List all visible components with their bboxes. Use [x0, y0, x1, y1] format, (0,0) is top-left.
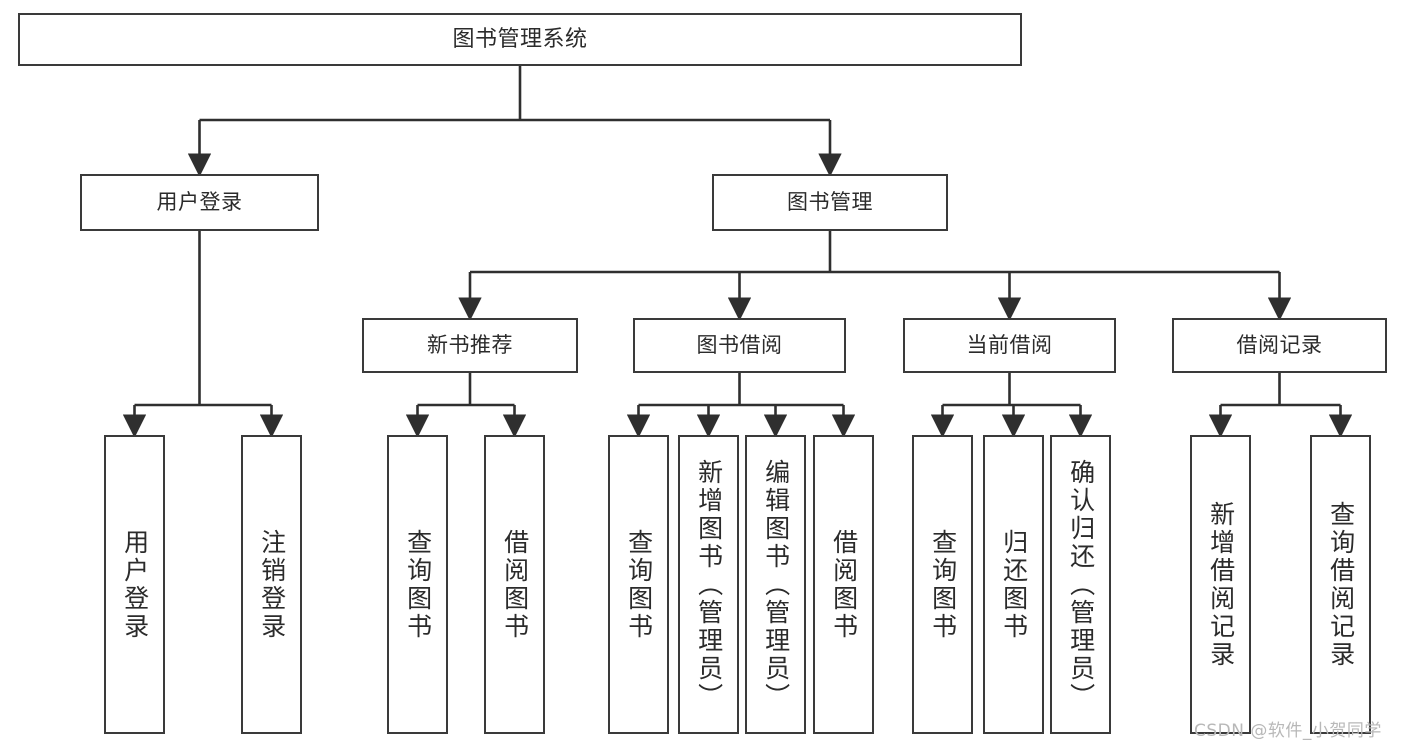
- node-leaf-6-label: 编辑图书（管理员）: [761, 458, 791, 711]
- node-leaf-0[interactable]: 用户登录: [104, 435, 165, 734]
- node-level2-1[interactable]: 图书管理: [712, 174, 948, 231]
- node-level2-1-label: 图书管理: [787, 190, 873, 215]
- node-level3-3[interactable]: 借阅记录: [1172, 318, 1387, 373]
- node-level3-1-label: 图书借阅: [696, 333, 783, 358]
- node-leaf-6[interactable]: 编辑图书（管理员）: [745, 435, 806, 734]
- node-leaf-12-label: 查询借阅记录: [1326, 500, 1356, 669]
- node-leaf-2-label: 查询图书: [403, 528, 433, 641]
- node-leaf-5-label: 新增图书（管理员）: [694, 458, 724, 711]
- node-leaf-0-label: 用户登录: [120, 528, 150, 641]
- node-leaf-4-label: 查询图书: [624, 528, 654, 641]
- node-leaf-8-label: 查询图书: [928, 528, 958, 641]
- node-leaf-1[interactable]: 注销登录: [241, 435, 302, 734]
- node-level3-0-label: 新书推荐: [427, 333, 513, 358]
- node-leaf-1-label: 注销登录: [257, 528, 287, 641]
- node-level3-3-label: 借阅记录: [1236, 333, 1323, 358]
- node-level2-0-label: 用户登录: [156, 190, 243, 215]
- node-leaf-11-label: 新增借阅记录: [1206, 500, 1236, 669]
- node-leaf-11[interactable]: 新增借阅记录: [1190, 435, 1251, 734]
- node-level3-2-label: 当前借阅: [966, 333, 1053, 358]
- node-leaf-8[interactable]: 查询图书: [912, 435, 973, 734]
- node-leaf-3[interactable]: 借阅图书: [484, 435, 545, 734]
- node-root-system-label: 图书管理系统: [452, 26, 588, 52]
- node-level2-0[interactable]: 用户登录: [80, 174, 319, 231]
- node-leaf-5[interactable]: 新增图书（管理员）: [678, 435, 739, 734]
- node-level3-0[interactable]: 新书推荐: [362, 318, 578, 373]
- node-leaf-7-label: 借阅图书: [829, 528, 859, 641]
- node-leaf-9-label: 归还图书: [999, 528, 1029, 641]
- node-level3-2[interactable]: 当前借阅: [903, 318, 1116, 373]
- node-leaf-4[interactable]: 查询图书: [608, 435, 669, 734]
- node-leaf-12[interactable]: 查询借阅记录: [1310, 435, 1371, 734]
- node-leaf-2[interactable]: 查询图书: [387, 435, 448, 734]
- node-leaf-9[interactable]: 归还图书: [983, 435, 1044, 734]
- node-level3-1[interactable]: 图书借阅: [633, 318, 846, 373]
- node-leaf-10[interactable]: 确认归还（管理员）: [1050, 435, 1111, 734]
- node-leaf-3-label: 借阅图书: [500, 528, 530, 641]
- node-leaf-7[interactable]: 借阅图书: [813, 435, 874, 734]
- node-root-system[interactable]: 图书管理系统: [18, 13, 1022, 66]
- node-leaf-10-label: 确认归还（管理员）: [1066, 458, 1096, 711]
